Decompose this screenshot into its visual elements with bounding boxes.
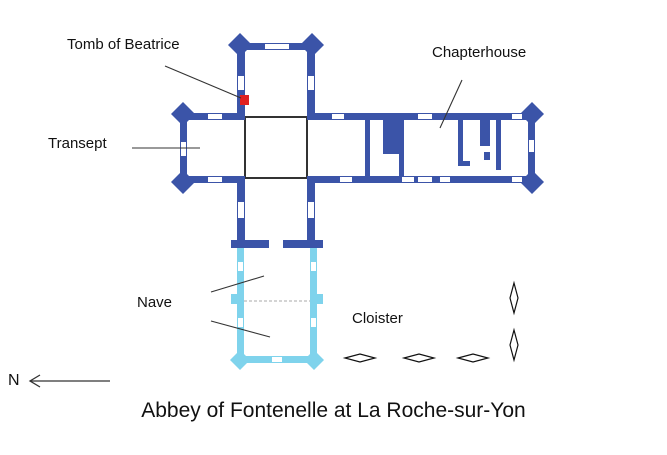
cloister-label: Cloister bbox=[352, 310, 403, 327]
nave-label: Nave bbox=[137, 294, 173, 311]
tomb-label: Tomb of Beatrice bbox=[67, 36, 180, 53]
cloister-diamond bbox=[509, 280, 519, 316]
north-label: N bbox=[8, 372, 20, 389]
cloister-diamond bbox=[509, 327, 519, 363]
church-walls bbox=[171, 33, 544, 248]
cloister-markers bbox=[342, 280, 519, 363]
nave-buttress-left bbox=[230, 350, 250, 370]
nave-walls bbox=[230, 246, 324, 370]
cloister-diamond bbox=[342, 353, 378, 363]
nave-buttress-right bbox=[304, 350, 324, 370]
arrow-left-icon bbox=[28, 374, 110, 388]
cloister-diamond bbox=[401, 353, 437, 363]
transept-label: Transept bbox=[48, 135, 107, 152]
cloister-diamond bbox=[455, 353, 491, 363]
chapterhouse-label: Chapterhouse bbox=[432, 44, 527, 61]
diagram-title: Abbey of Fontenelle at La Roche-sur-Yon bbox=[141, 399, 526, 422]
crossing bbox=[244, 116, 308, 179]
leader-lines bbox=[132, 65, 463, 338]
tomb-marker bbox=[240, 95, 249, 105]
